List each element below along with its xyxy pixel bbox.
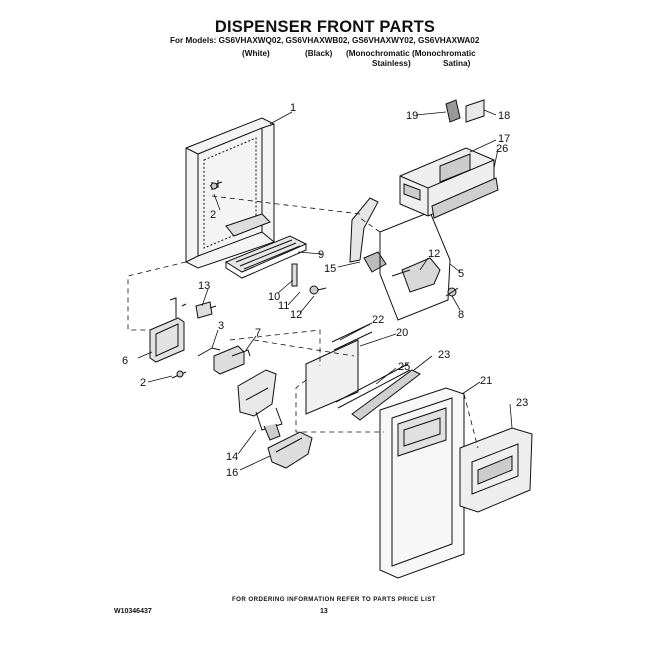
callout-6: 6 (122, 355, 128, 367)
callout-19: 19 (406, 110, 418, 122)
part-13-switch (195, 301, 217, 319)
callout-5: 5 (458, 268, 464, 280)
callout-22: 22 (372, 314, 384, 326)
callout-17: 17 (498, 133, 510, 145)
callout-24: 23 (438, 349, 450, 361)
part-20-panel (305, 323, 373, 415)
page-number: 13 (320, 608, 328, 615)
part-6-housing (149, 297, 187, 363)
callout-2: 2 (210, 209, 216, 221)
callout-25: 25 (398, 361, 410, 373)
part-5-bracket (379, 211, 451, 321)
callout-11: 11 (278, 300, 289, 312)
callout-7: 7 (255, 327, 261, 339)
color-mono-2: (Monochromatic (412, 49, 476, 58)
part-24-led-bar (351, 369, 421, 421)
part-7-bracket (213, 345, 251, 375)
part-23-control-panel (459, 427, 533, 513)
callout-12: 12 (290, 309, 302, 321)
color-satina: Satina) (443, 59, 471, 68)
part-2-lower-screw (171, 370, 187, 379)
callout-13: 13 (198, 280, 210, 292)
page-title: DISPENSER FRONT PARTS (214, 18, 436, 36)
part-18-pad (465, 99, 485, 123)
callout-numbers: 1 2 2 3 23 5 6 7 8 9 10 11 12 12 13 14 1… (122, 102, 528, 479)
part-9-drip-tray (224, 235, 308, 279)
callout-14: 14 (226, 451, 238, 463)
part-17-motor-housing (399, 147, 495, 217)
part-10-pin (291, 263, 298, 287)
part-1-dispenser-frame (185, 117, 275, 269)
part-2-screw (209, 180, 223, 190)
models-line: For Models: GS6VHAXWQ02, GS6VHAXWB02, GS… (170, 36, 480, 45)
part-11-screw (309, 285, 327, 295)
callout-3: 3 (218, 320, 224, 332)
ordering-note: FOR ORDERING INFORMATION REFER TO PARTS … (232, 596, 436, 603)
part-15-lever (349, 197, 387, 273)
assembly-guide-lines (127, 195, 479, 449)
doc-number: W10346437 (114, 608, 152, 615)
callout-23: 23 (516, 397, 528, 409)
part-25-rod (335, 363, 411, 409)
callout-9: 9 (318, 249, 324, 261)
color-white: (White) (242, 49, 270, 58)
callout-20: 20 (396, 327, 408, 339)
callout-8: 8 (458, 309, 464, 321)
callout-10: 10 (268, 291, 280, 303)
callout-2-lower: 2 (140, 377, 146, 389)
part-21-trim (379, 387, 465, 579)
callout-21: 21 (480, 375, 492, 387)
part-14-ice-paddle (237, 369, 283, 441)
color-mono-1: (Monochromatic (346, 49, 410, 58)
part-19-clip (445, 99, 461, 123)
callout-12-right: 12 (428, 248, 440, 260)
callout-18: 18 (498, 110, 510, 122)
color-stainless: Stainless) (372, 59, 411, 68)
callout-15: 15 (324, 263, 336, 275)
callout-leaders (137, 109, 513, 471)
color-black: (Black) (305, 49, 333, 58)
callout-1: 1 (290, 102, 296, 114)
part-8-screw (445, 287, 459, 297)
callout-26: 26 (496, 143, 508, 155)
part-16-chute-door (267, 431, 313, 469)
callout-16: 16 (226, 467, 238, 479)
part-26-actuator (431, 177, 499, 219)
